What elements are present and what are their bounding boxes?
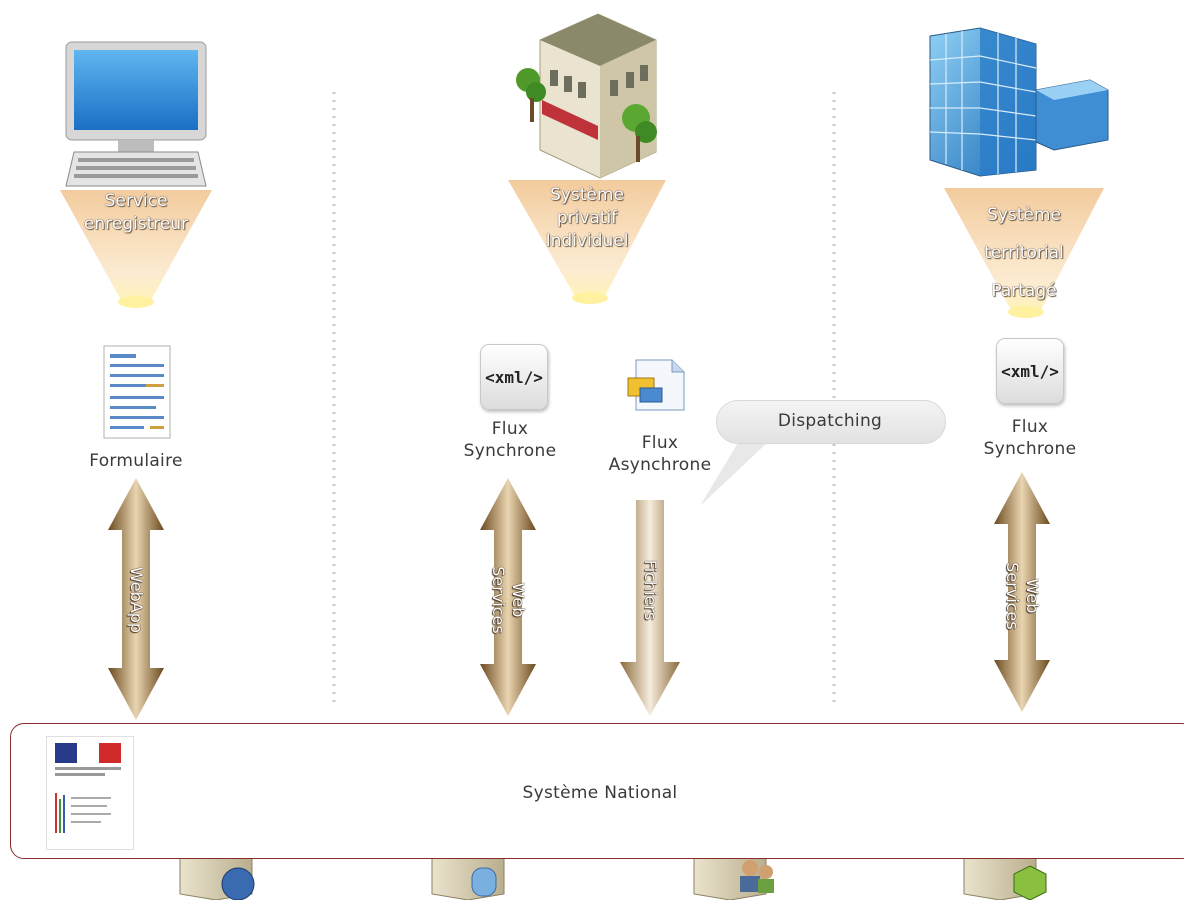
webservices-arrow-label-territorial: Web Services <box>1003 562 1042 630</box>
flux-synchrone-label-territorial: Flux Synchrone <box>983 417 1077 459</box>
webservices-double-arrow-privatif <box>480 478 536 716</box>
client-label-privatif: Système privatif Individuel <box>545 185 629 251</box>
client-label-territorial: Système territorial Partagé <box>984 205 1064 301</box>
national-system-box <box>10 723 1184 859</box>
xml-icon-privatif: <xml/> <box>480 344 548 410</box>
formulaire-label: Formulaire <box>89 451 183 471</box>
dispatching-callout <box>716 400 946 444</box>
client-label-service: Service enregistreur <box>83 191 189 234</box>
computer-icon <box>65 41 207 187</box>
republique-francaise-logo <box>46 736 134 850</box>
office-tower-icon <box>929 27 1109 177</box>
webservices-double-arrow-territorial <box>994 472 1050 712</box>
xml-icon-territorial: <xml/> <box>996 338 1064 404</box>
file-icon <box>627 359 685 411</box>
fichiers-down-arrow <box>620 500 680 716</box>
dispatching-label: Dispatching <box>777 411 883 431</box>
fichiers-arrow-label: Fichiers <box>641 559 660 621</box>
flux-asynchrone-label: Flux Asynchrone <box>608 433 712 475</box>
shop-building-icon <box>516 13 657 179</box>
glow-cone-territorial <box>944 188 1104 318</box>
glow-cone-privatif <box>508 180 666 304</box>
callout-tail <box>700 436 770 506</box>
webservices-arrow-label-privatif: Web Services <box>489 566 528 634</box>
flux-synchrone-label-privatif: Flux Synchrone <box>463 419 557 461</box>
webapp-double-arrow <box>108 478 164 720</box>
form-document-icon <box>103 345 171 439</box>
glow-cone-service <box>60 190 212 308</box>
webapp-arrow-label: WebApp <box>127 566 146 634</box>
national-system-title: Système National <box>522 783 678 803</box>
